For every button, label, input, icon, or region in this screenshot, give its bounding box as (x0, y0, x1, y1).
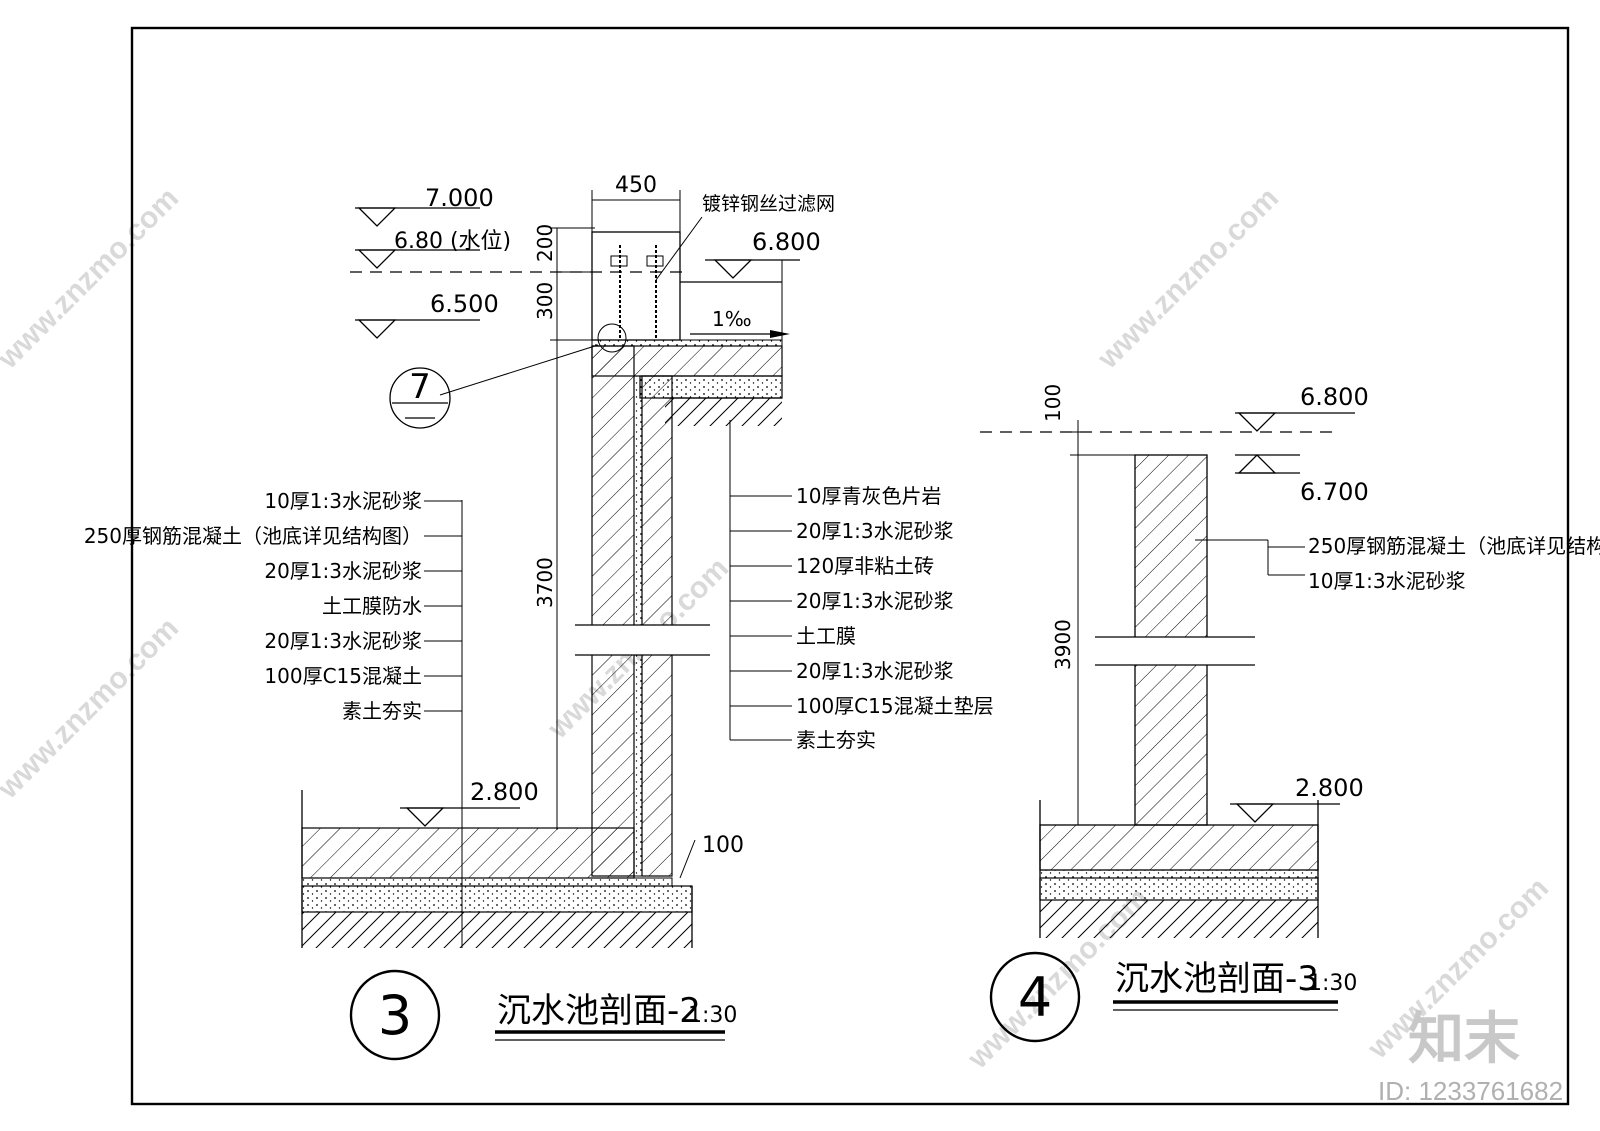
elevation-bottom-2800-s4: 2.800 (1295, 774, 1364, 802)
section-number: 3 (378, 984, 412, 1047)
section-circle (349, 969, 441, 1061)
left-label-4: 20厚1:3水泥砂浆 (264, 629, 422, 653)
dim-100: 100 (702, 833, 744, 858)
right-label-4: 土工膜 (796, 624, 856, 648)
dim-100-s4: 100 (1041, 384, 1065, 422)
detail-callout-circle (389, 367, 451, 429)
s4-label-0: 250厚钢筋混凝土（池底详见结构图） (1308, 534, 1600, 558)
watermark-layer: www.znzmo.com www.znzmo.com www.znzmo.co… (0, 182, 1555, 1076)
right-label-2: 120厚非粘土砖 (796, 554, 934, 578)
dim-3700: 3700 (533, 557, 557, 608)
drawing-frame (130, 26, 1570, 1106)
slope-label: 1‰ (712, 307, 752, 331)
watermark-text: www.znzmo.com (0, 182, 185, 376)
dim-3900: 3900 (1051, 619, 1075, 670)
right-label-6: 100厚C15混凝土垫层 (796, 694, 994, 718)
section-scale: 1:30 (688, 1003, 737, 1028)
left-label-2: 20厚1:3水泥砂浆 (264, 559, 422, 583)
elevation-6800: 6.800 (1300, 383, 1369, 411)
elevation-top-wall: 7.000 (425, 184, 494, 212)
right-label-1: 20厚1:3水泥砂浆 (796, 519, 954, 543)
elevation-right-6800: 6.800 (752, 228, 821, 256)
watermark-text: www.znzmo.com (1091, 182, 1285, 376)
right-label-5: 20厚1:3水泥砂浆 (796, 659, 954, 683)
right-label-3: 20厚1:3水泥砂浆 (796, 589, 954, 613)
mesh-label: 镀锌钢丝过滤网 (702, 193, 835, 215)
section-scale: 1:30 (1308, 971, 1357, 996)
right-material-labels: 10厚青灰色片岩 20厚1:3水泥砂浆 120厚非粘土砖 20厚1:3水泥砂浆 … (730, 484, 994, 752)
s4-label-1: 10厚1:3水泥砂浆 (1308, 569, 1466, 593)
dim-450: 450 (615, 173, 657, 198)
left-label-5: 100厚C15混凝土 (264, 664, 422, 688)
section-4: 6.800 6.700 100 3900 2.800 250厚钢筋混 (980, 383, 1600, 1043)
section-title: 沉水池剖面-3 (1115, 959, 1319, 999)
id-watermark: ID: 1233761682 (1378, 1076, 1563, 1106)
logo-watermark: 知末 (1408, 1007, 1520, 1072)
elevation-bottom-2800: 2.800 (470, 778, 539, 806)
elevation-6500: 6.500 (430, 290, 499, 318)
detail-number: 7 (409, 367, 431, 407)
elevation-water-level: 6.80 (水位) (394, 229, 511, 254)
left-label-1: 250厚钢筋混凝土（池底详见结构图） (84, 524, 422, 548)
section-title: 沉水池剖面-2 (497, 991, 701, 1031)
left-label-6: 素土夯实 (342, 699, 422, 723)
left-label-3: 土工膜防水 (322, 594, 422, 618)
right-label-0: 10厚青灰色片岩 (796, 484, 941, 508)
section-3: 7.000 6.80 (水位) 6.500 200 300 3700 450 镀… (84, 173, 994, 1061)
dim-300: 300 (533, 282, 557, 320)
section-number: 4 (1018, 966, 1052, 1029)
left-label-0: 10厚1:3水泥砂浆 (264, 489, 422, 513)
elevation-6700: 6.700 (1300, 478, 1369, 506)
right-label-7: 素土夯实 (796, 728, 876, 752)
dim-200: 200 (533, 224, 557, 262)
left-material-labels: 10厚1:3水泥砂浆 250厚钢筋混凝土（池底详见结构图） 20厚1:3水泥砂浆… (84, 489, 462, 723)
watermark-text: www.znzmo.com (0, 612, 185, 806)
section-circle (989, 951, 1081, 1043)
